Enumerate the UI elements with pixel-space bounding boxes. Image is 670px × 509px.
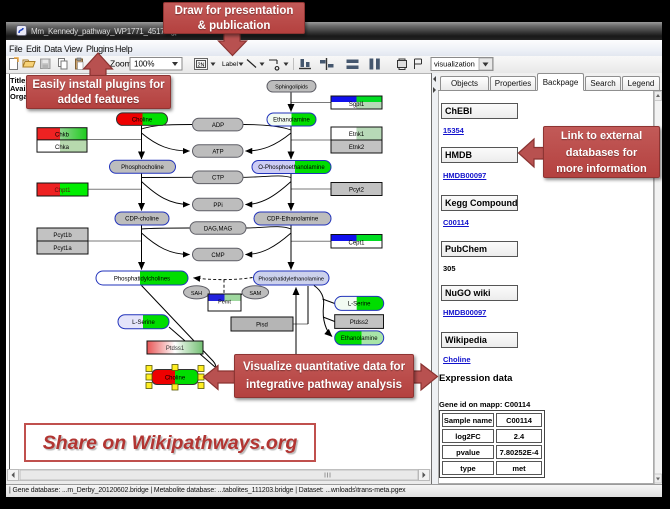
svg-text:Phosphatidylcholines: Phosphatidylcholines xyxy=(114,276,170,282)
svg-text:Pisd: Pisd xyxy=(256,322,268,328)
svg-text:Choline: Choline xyxy=(132,117,153,123)
svg-text:Pcyt1b: Pcyt1b xyxy=(53,233,72,239)
svg-text:PPi: PPi xyxy=(213,203,222,209)
svg-text:Etnk1: Etnk1 xyxy=(349,132,365,138)
svg-text:SAM: SAM xyxy=(249,291,261,297)
svg-text:Phosphocholine: Phosphocholine xyxy=(121,165,164,171)
svg-text:Sgpl1: Sgpl1 xyxy=(349,102,365,108)
svg-text:L-Serine: L-Serine xyxy=(132,320,155,326)
svg-text:visualization: visualization xyxy=(434,60,475,69)
svg-text:Ptdss1: Ptdss1 xyxy=(166,346,185,352)
svg-text:Organis: Organis xyxy=(10,92,38,101)
svg-text:L-Serine: L-Serine xyxy=(348,302,371,308)
svg-text:CMP: CMP xyxy=(211,253,224,259)
svg-text:Phosphatidylethanolamine: Phosphatidylethanolamine xyxy=(258,276,324,282)
svg-text:2N: 2N xyxy=(197,63,204,69)
svg-text:Pcyt1a: Pcyt1a xyxy=(53,246,72,252)
svg-text:Zoom:: Zoom: xyxy=(110,59,134,69)
svg-text:SAH: SAH xyxy=(191,291,202,297)
svg-text:Title:: Title: xyxy=(10,76,28,85)
svg-text:Chkb: Chkb xyxy=(55,133,70,139)
svg-text:ATP: ATP xyxy=(212,149,223,155)
svg-text:CDP-choline: CDP-choline xyxy=(125,217,159,223)
svg-text:Chpt1: Chpt1 xyxy=(54,188,71,194)
svg-text:Label: Label xyxy=(222,61,238,68)
svg-text:Pemt: Pemt xyxy=(218,300,231,306)
svg-text:ADP: ADP xyxy=(212,123,224,129)
svg-text:Availab: Availab xyxy=(10,84,37,93)
svg-text:Etnk2: Etnk2 xyxy=(349,145,365,151)
svg-text:Chka: Chka xyxy=(55,145,70,151)
svg-text:CDP-Ethanolamine: CDP-Ethanolamine xyxy=(267,217,319,223)
svg-text:Cept1: Cept1 xyxy=(348,241,365,247)
svg-text:Ethanolamine: Ethanolamine xyxy=(273,118,310,124)
svg-text:Choline: Choline xyxy=(165,376,186,382)
svg-text:O-Phosphoethanolamine: O-Phosphoethanolamine xyxy=(258,165,325,171)
svg-text:Ptdss2: Ptdss2 xyxy=(350,320,369,326)
svg-text:100%: 100% xyxy=(134,60,154,69)
svg-text:Sphingolipids: Sphingolipids xyxy=(275,85,308,91)
svg-text:CTP: CTP xyxy=(212,176,224,182)
svg-text:DAG,MAG: DAG,MAG xyxy=(204,226,233,232)
svg-text:Pcyt2: Pcyt2 xyxy=(349,187,365,193)
svg-text:Ethanolamine: Ethanolamine xyxy=(341,336,378,342)
